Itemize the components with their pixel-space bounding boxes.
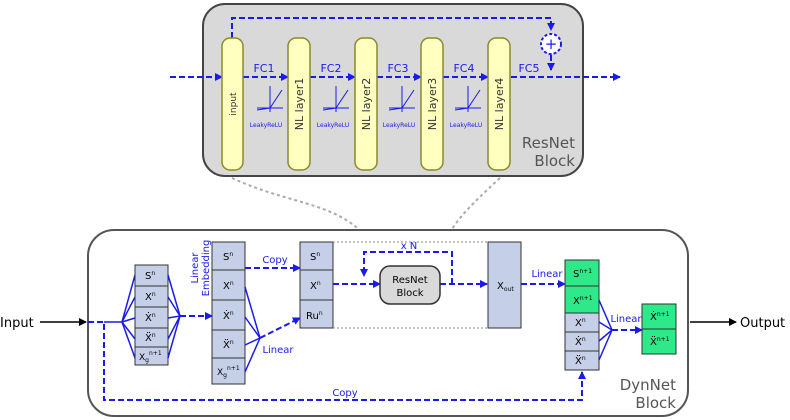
resnet-box-line2: Block	[396, 288, 423, 299]
state-stack-2: Sn Xn Ẋn Ẍn Xgn+1	[211, 241, 246, 385]
resnet-layer-nl1: NL layer1	[287, 37, 311, 171]
dynnet-title-line2: Block	[635, 394, 676, 412]
dynnet-title-line1: DynNet	[620, 376, 676, 394]
leakyrelu-plot-2	[322, 86, 349, 112]
state-stack-1: Sn Xn Ẋn Ẍn Xgn+1	[134, 264, 169, 366]
ru-label: Run	[306, 310, 323, 322]
fc2-label: FC2	[320, 62, 341, 75]
svg-text:Ẋn: Ẋn	[575, 335, 586, 348]
fc1-label: FC1	[253, 62, 274, 75]
svg-text:input: input	[229, 92, 239, 116]
leakyrelu-label-2: LeakyReLU	[317, 122, 349, 129]
input-label: Input	[0, 316, 34, 331]
leakyrelu-plot-1	[256, 86, 283, 112]
next-state-stack: Sn+1 Xn+1	[564, 259, 600, 314]
sum-plus: +	[545, 35, 558, 53]
svg-text:Ẍn: Ẍn	[575, 354, 586, 367]
linear-right-label: Linear	[531, 269, 563, 280]
fc4-label: FC4	[453, 62, 474, 75]
leakyrelu-label-3: LeakyReLU	[383, 122, 415, 129]
resnet-block-box	[379, 265, 441, 305]
resnet-layer-input: input	[221, 37, 244, 171]
current-derivative-stack: Xn Ẋn Ẍn	[564, 312, 600, 371]
linear-embedding-label-1: Linear	[190, 252, 201, 284]
output-label: Output	[740, 316, 785, 331]
svg-text:NL layer2: NL layer2	[360, 78, 373, 130]
output-derivative-stack: Ẋn+1 Ẍn+1	[641, 303, 677, 355]
fc5-label: FC5	[518, 62, 539, 75]
svg-text:Sn: Sn	[223, 251, 233, 263]
resnet-title-line1: ResNet	[522, 134, 575, 152]
x-out-label: Xout	[497, 281, 514, 293]
state-stack-3: Sn Xn	[299, 241, 334, 329]
svg-text:Ẋn: Ẋn	[145, 311, 156, 324]
fc3-label: FC3	[387, 62, 408, 75]
x-out-box	[487, 241, 522, 329]
svg-text:NL layer1: NL layer1	[293, 78, 306, 130]
svg-text:Xn: Xn	[223, 280, 234, 292]
svg-text:Ẍn: Ẍn	[223, 338, 234, 351]
svg-text:Xn: Xn	[575, 317, 586, 329]
copy-top-label: Copy	[262, 255, 287, 266]
leakyrelu-label-1: LeakyReLU	[250, 122, 282, 129]
resnet-layer-nl3: NL layer3	[420, 37, 444, 171]
linear-final-label: Linear	[610, 314, 642, 325]
resnet-box-line1: ResNet	[392, 275, 427, 286]
resnet-layer-nl4: NL layer4	[487, 37, 511, 171]
svg-text:Sn: Sn	[310, 251, 320, 263]
linear-mid-label: Linear	[262, 345, 294, 356]
leakyrelu-plot-3	[388, 86, 415, 112]
times-n-label: x N	[401, 241, 418, 252]
sum-node	[540, 33, 562, 55]
svg-text:Xn: Xn	[145, 291, 156, 303]
svg-text:NL layer4: NL layer4	[493, 78, 506, 130]
svg-text:Sn: Sn	[145, 270, 155, 282]
leakyrelu-label-4: LeakyReLU	[450, 122, 482, 129]
svg-text:Ẋn: Ẋn	[223, 309, 234, 322]
linear-embedding-label-2: Embedding	[201, 240, 212, 297]
copy-bottom-label: Copy	[332, 388, 357, 399]
svg-text:Xn: Xn	[310, 280, 321, 292]
resnet-layer-nl2: NL layer2	[354, 37, 378, 171]
resnet-title-line2: Block	[534, 152, 575, 170]
svg-text:Ẍn: Ẍn	[145, 331, 156, 344]
svg-text:NL layer3: NL layer3	[426, 78, 439, 130]
leakyrelu-plot-4	[454, 86, 481, 112]
